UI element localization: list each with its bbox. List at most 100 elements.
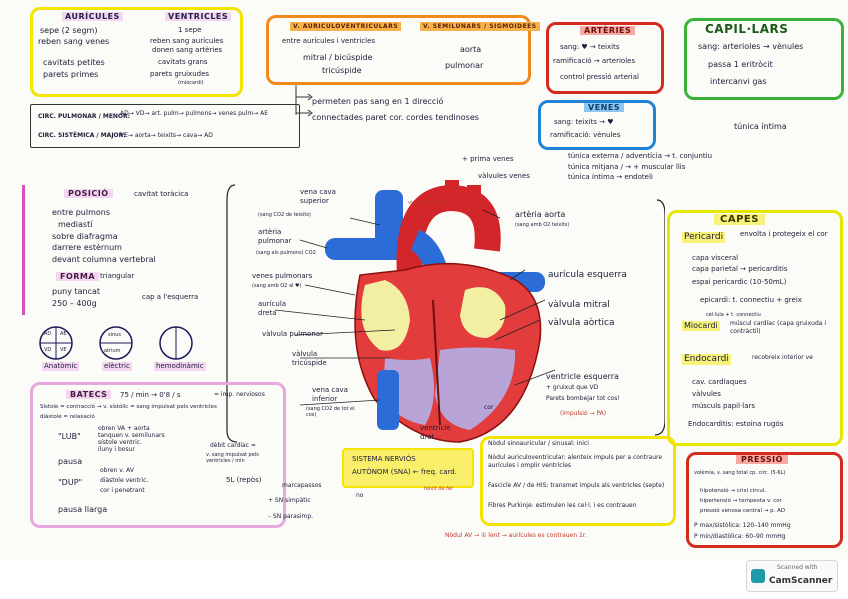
- auricules-line-1: sepe (2 segm): [40, 26, 98, 35]
- axis-icon1-ad: AD: [44, 331, 52, 337]
- capillars-box: [684, 18, 844, 100]
- label-vena-cava-superior: vena cava superior: [300, 188, 336, 205]
- label-ventricle-dret: ventricle dret: [420, 424, 451, 441]
- capes-p1-item-3: espai pericardic (10-50mL): [692, 278, 787, 286]
- label-ventricle-esquerra: ventricle esquerra: [546, 372, 619, 381]
- label-arteria-pulmonar-note: (sang als pulmons) CO2: [256, 250, 316, 256]
- valvules-note-1: permeten pas sang en 1 direcció: [312, 97, 444, 106]
- forma-note: cap a l'esquerra: [142, 293, 199, 301]
- pressio-line-3: hipertensió → tempesta v. cor: [700, 498, 782, 504]
- forma-item-2: 250 – 400g: [52, 299, 97, 308]
- batecs-title: BATECS: [66, 390, 112, 399]
- capes-p3-desc: recobreix interior ve: [752, 354, 813, 361]
- label-valvula-pulmonar: vàlvula pulmonar: [262, 330, 323, 338]
- sna-title-2: AUTÒNOM (SNA) ← freq. card.: [352, 468, 457, 476]
- capes-p1-item-2: capa parietal → pericarditis: [692, 265, 788, 273]
- sna-simpatic: + SN simpàtic: [268, 497, 311, 504]
- ventricles-line-1: 1 sepe: [178, 26, 202, 34]
- forma-title: FORMA: [56, 272, 100, 281]
- forma-sub: triangular: [100, 272, 135, 280]
- posicio-item-5: devant columna vertebral: [52, 255, 156, 264]
- batecs-lub-4: iluny i bosur: [98, 446, 135, 453]
- batecs-dup-1: obren v. AV: [100, 467, 134, 474]
- posicio-item-1: entre pulmons: [52, 208, 111, 217]
- axis-label-hemodinamic: hemodinàmic: [154, 362, 206, 371]
- heart-diagram: [226, 180, 665, 443]
- forma-item-1: puny tancat: [52, 287, 101, 296]
- label-vena-cava-inferior-note: (sang CO2 de tot el cos): [306, 406, 355, 419]
- auricules-title: AURÍCULES: [62, 12, 123, 21]
- ventricles-line-6: (miocardi): [178, 80, 204, 86]
- auricules-line-3: cavitats petites: [43, 58, 105, 67]
- venes-line-1: sang: teixits → ♥: [554, 118, 614, 126]
- label-arteria-aorta: artèria aorta: [515, 210, 566, 219]
- valvules-semilunar-title: V. SEMILUNARS / SIGMOIDEES: [420, 22, 540, 31]
- valvules-tricuspide: tricúspide: [322, 66, 362, 75]
- capes-p2-pre: cèl·lula + t. connectiu: [706, 312, 761, 318]
- pressio-max: P max/sistòlica: 120–140 mmHg: [694, 522, 791, 529]
- circ-sistemica-label: CIRC. SISTÈMICA / MAJOR:: [38, 132, 126, 139]
- capes-p1-title: Pericardi: [682, 232, 726, 244]
- sna-title-1: SISTEMA NERVIÓS: [352, 455, 416, 463]
- capes-p1-item-1: capa visceral: [692, 254, 739, 262]
- label-arteria-pulmonar: artèria pulmonar: [258, 228, 292, 245]
- label-valvula-aortica: vàlvula aòrtica: [548, 318, 615, 328]
- valvules-box: [266, 15, 531, 85]
- tunica-left-1: + prima venes: [462, 155, 514, 163]
- conduction-box: [480, 436, 676, 526]
- capillars-line-3: intercanvi gas: [710, 77, 767, 86]
- tunica-left-2: vàlvules venes: [478, 172, 530, 180]
- batecs-lub-1: obren VA + aorta: [98, 425, 150, 432]
- posicio-title: POSICIÓ: [64, 189, 113, 198]
- capes-foot: Endocarditis: estoina rugós: [688, 420, 784, 428]
- capillars-foot: túnica íntima: [734, 122, 787, 131]
- valvules-arrows: [295, 85, 313, 117]
- valvules-note-2: connectades paret cor. cordes tendinoses: [312, 113, 479, 122]
- arteries-line-3: control pressió arterial: [560, 73, 639, 81]
- label-valvula-tricuspide: vàlvula tricúspide: [292, 350, 327, 367]
- capes-title: CAPES: [714, 214, 765, 225]
- auricules-line-4: parets primes: [43, 70, 99, 79]
- valvules-aorta: aorta: [460, 45, 482, 54]
- batecs-pausa: pausa: [58, 457, 83, 466]
- batecs-sistole: Sístole = contracció → v. sístòlic = san…: [40, 404, 217, 410]
- capes-p3-item-1: cav. cardíaques: [692, 378, 747, 386]
- circ-sistemica-path: VE→ aorta→ teixits→ cava→ AD: [120, 132, 213, 139]
- valvules-sub: entre aurícules i ventricles: [282, 37, 376, 45]
- ventricles-line-3: donen sang artèries: [152, 46, 223, 54]
- arteries-title: ARTÈRIES: [580, 26, 636, 35]
- sna-parasimp: – SN parasimp.: [268, 513, 314, 520]
- capes-box: [667, 210, 843, 446]
- batecs-lub-3: sístole ventric.: [98, 439, 142, 446]
- arteries-line-1: sang: ♥ → teixits: [560, 43, 620, 51]
- conduction-1: Nòdul sinoauricular / sinusal: inici: [488, 440, 589, 447]
- valvules-pulmonar: pulmonar: [445, 61, 484, 70]
- axis-icons: [39, 326, 193, 360]
- capes-p3-title: Endocardi: [682, 354, 731, 366]
- pressio-line-4: pressió venosa central → p. AD: [700, 508, 786, 514]
- axis-icon1-ae: AE: [60, 331, 67, 337]
- axis-icon1-ve: VE: [60, 347, 67, 353]
- scanner-logo-icon: [751, 569, 765, 583]
- circ-pulmonar-label: CIRC. PULMONAR / MENOR:: [38, 113, 131, 120]
- conduction-side: teixit de fer: [424, 486, 454, 492]
- label-via-interauricular: via interauricular: [408, 200, 451, 206]
- posicio-item-3: sobre diafragma: [52, 232, 118, 241]
- label-vena-cava-inferior: vena cava inferior: [312, 386, 348, 403]
- scanner-line-2: CamScanner: [769, 576, 833, 586]
- circulation-box: [30, 104, 300, 148]
- capes-p2-title: Miocardi: [682, 321, 720, 331]
- batecs-dup: "DUP": [58, 478, 83, 487]
- capillars-line-2: passa 1 eritròcit: [708, 60, 773, 69]
- valvules-av-title: V. AURICULOVENTRICULARS: [290, 22, 402, 31]
- ventricles-line-2: reben sang aurícules: [150, 37, 224, 45]
- batecs-lub: "LUB": [58, 432, 81, 441]
- batecs-diastole: diàstole = relaxació: [40, 414, 95, 420]
- batecs-dup-3: cor i penetrant: [100, 487, 145, 494]
- scanner-line-1: Scanned with: [777, 564, 818, 571]
- capes-p3-item-2: vàlvules: [692, 390, 721, 398]
- sna-box: [342, 448, 474, 488]
- conduction-4: Fibres Purkinje: estimulen les cel·l. i …: [488, 502, 637, 509]
- tunica-right-1: túnica externa / adventícia → t. conjunt…: [568, 152, 713, 160]
- ventricles-line-4: cavitats grans: [158, 58, 208, 66]
